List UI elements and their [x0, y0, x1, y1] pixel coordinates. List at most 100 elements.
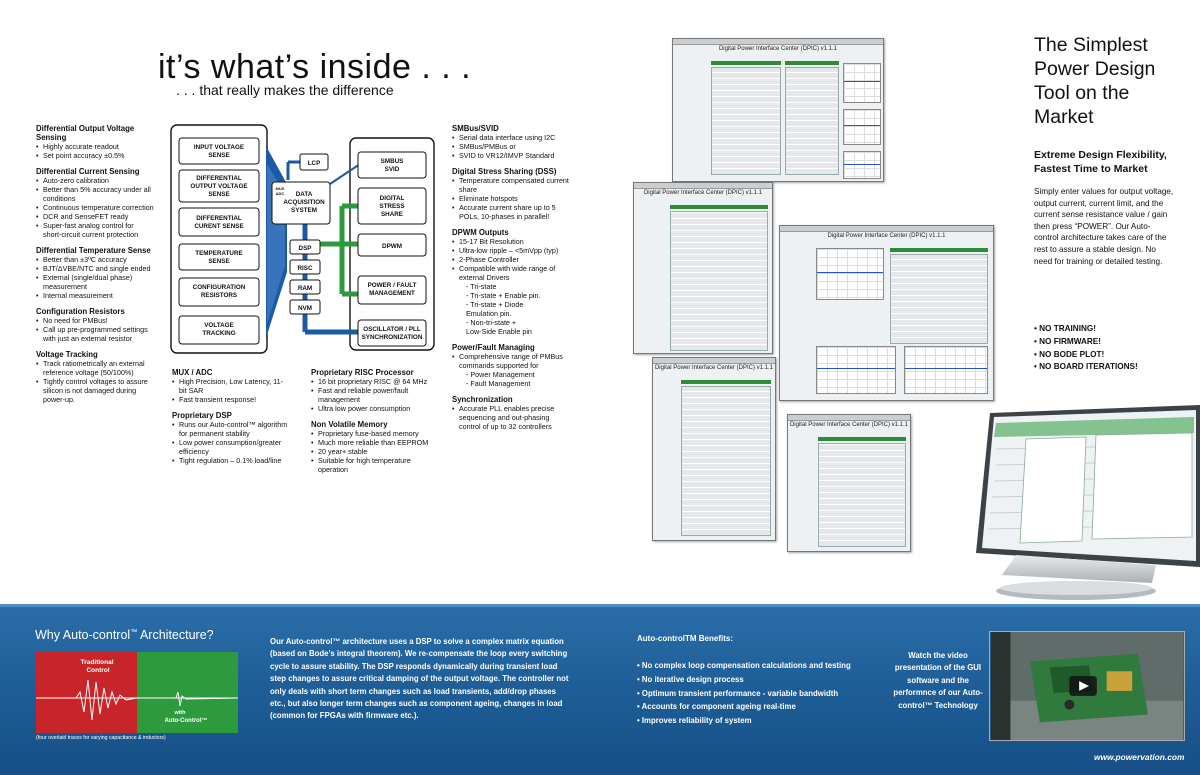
- svg-text:RAM: RAM: [298, 285, 312, 292]
- feature-item: External (single/dual phase) measurement: [36, 273, 154, 291]
- page-subtitle: . . . that really makes the difference: [176, 82, 394, 98]
- feature-item: Comprehensive range of PMBus commands su…: [452, 352, 572, 370]
- gui-screenshot-2: Digital Power Interface Center (DPIC) v1…: [633, 182, 773, 354]
- feature-heading: Voltage Tracking: [36, 350, 98, 359]
- feature-subitem: - Tri-state: [466, 282, 497, 291]
- svg-text:NVM: NVM: [298, 305, 312, 312]
- feature-item: Low power consumption/greater efficiency: [172, 438, 290, 456]
- feature-item: Auto-zero calibration: [36, 176, 154, 185]
- sidebar-bullet: • NO BODE PLOT!: [1034, 349, 1105, 359]
- feature-section: Voltage TrackingTrack ratiometrically an…: [36, 350, 154, 404]
- svg-text:SENSE: SENSE: [208, 258, 229, 265]
- feature-item: DCR and SenseFET ready: [36, 212, 154, 221]
- feature-subitem: - Non-tri-state +: [466, 318, 517, 327]
- feature-section: Power/Fault ManagingComprehensive range …: [452, 343, 572, 388]
- sidebar-bullets: • NO TRAINING! • NO FIRMWARE! • NO BODE …: [1034, 323, 1138, 374]
- feature-item: Compatible with wide range of external D…: [452, 264, 572, 282]
- auto-control-paragraph: Our Auto-control™ architecture uses a DS…: [270, 637, 569, 721]
- feature-item: Better than ±3ºC accuracy: [36, 255, 154, 264]
- benefit-item: • Optimum transient performance - variab…: [637, 688, 839, 698]
- svg-text:TEMPERATURE: TEMPERATURE: [195, 250, 242, 257]
- block-input-voltage-l1: INPUT VOLTAGE: [194, 144, 244, 151]
- feature-item: Tightly control voltages to assure silic…: [36, 377, 154, 404]
- feature-heading: MUX / ADC: [172, 368, 213, 377]
- feature-list: No need for PMBus!Call up pre-programmed…: [36, 316, 154, 343]
- with-label: with: [174, 710, 187, 716]
- feature-list: Highly accurate readoutSet point accurac…: [36, 142, 154, 160]
- svg-text:SVID: SVID: [385, 166, 400, 173]
- traditional-label: Traditional: [81, 659, 114, 666]
- feature-item: BJT/ΔVBE/NTC and single ended: [36, 264, 154, 273]
- svg-text:DIFFERENTIAL: DIFFERENTIAL: [196, 175, 242, 182]
- feature-item: Super-fast analog control for short-circ…: [36, 221, 154, 239]
- feature-item: SMBus/PMBus or: [452, 142, 572, 151]
- feature-subitem: - Tri-state + Diode: [466, 300, 524, 309]
- feature-item: Eliminate hotspots: [452, 194, 572, 203]
- feature-item: SVID to VR12/IMVP Standard: [452, 151, 572, 160]
- feature-list: 16 bit proprietary RISC @ 64 MHzFast and…: [311, 377, 431, 413]
- feature-list: High Precision, Low Latency, 11-bit SARF…: [172, 377, 290, 404]
- benefits-list: • No complex loop compensation calculati…: [637, 659, 851, 728]
- feature-item: 15-17 Bit Resolution: [452, 237, 572, 246]
- feature-heading: Synchronization: [452, 395, 513, 404]
- feature-item: Runs our Auto-control™ algorithm for per…: [172, 420, 290, 438]
- feature-heading: Configuration Resistors: [36, 307, 125, 316]
- feature-section: Differential Temperature SenseBetter tha…: [36, 246, 154, 300]
- feature-item: Serial data interface using I2C: [452, 133, 572, 142]
- feature-section: Non Volatile MemoryProprietary fuse-base…: [311, 420, 431, 474]
- feature-list: Better than ±3ºC accuracyBJT/ΔVBE/NTC an…: [36, 255, 154, 300]
- feature-subitem: - Power Management: [466, 370, 535, 379]
- sidebar-bullet: • NO TRAINING!: [1034, 324, 1096, 333]
- feature-section: DPWM Outputs15-17 Bit ResolutionUltra-lo…: [452, 228, 572, 336]
- svg-text:VOLTAGE: VOLTAGE: [204, 322, 234, 329]
- feature-item: Proprietary fuse-based memory: [311, 429, 431, 438]
- feature-item: Fast transient response!: [172, 395, 290, 404]
- feature-column-left: Differential Output Voltage SensingHighl…: [36, 124, 154, 411]
- svg-text:SMBUS: SMBUS: [381, 158, 404, 165]
- feature-item: Temperature compensated current share: [452, 176, 572, 194]
- benefit-item: • No iterative design process: [637, 674, 744, 684]
- feature-heading: Proprietary RISC Processor: [311, 368, 414, 377]
- auto-control-label: Auto-Control™: [165, 717, 208, 724]
- feature-heading: Non Volatile Memory: [311, 420, 388, 429]
- sidebar-body: Simply enter values for output voltage, …: [1034, 187, 1174, 266]
- feature-item: 16 bit proprietary RISC @ 64 MHz: [311, 377, 431, 386]
- watch-video-text: Watch the video presentation of the GUI …: [893, 651, 983, 710]
- sidebar-title: The Simplest Power Design Tool on the Ma…: [1034, 34, 1156, 128]
- svg-text:Traditional Control: Traditional Control: [81, 659, 116, 674]
- feature-list: Auto-zero calibrationBetter than 5% accu…: [36, 176, 154, 239]
- feature-item: No need for PMBus!: [36, 316, 154, 325]
- feature-item: Internal measurement: [36, 291, 154, 300]
- feature-heading: SMBus/SVID: [452, 124, 499, 133]
- feature-item: Ultra low power consumption: [311, 404, 431, 413]
- svg-text:DSP: DSP: [299, 245, 312, 252]
- video-thumbnail[interactable]: [989, 631, 1185, 741]
- gui-screenshot-1: Digital Power Interface Center (DPIC) v1…: [672, 38, 884, 182]
- feature-heading: Differential Temperature Sense: [36, 246, 151, 255]
- svg-text:STRESS: STRESS: [379, 203, 404, 210]
- feature-sublist: - Power Management- Fault Management: [452, 370, 572, 388]
- control-comparison-graphic: Traditional Control with Auto-Control™: [36, 652, 238, 733]
- feature-item: Accurate current share up to 5 POLs, 10-…: [452, 203, 572, 221]
- page-title: it’s what’s inside . . .: [158, 48, 472, 86]
- feature-section: Proprietary RISC Processor16 bit proprie…: [311, 368, 431, 413]
- feature-subitem: Low-Side Enable pin: [466, 327, 532, 336]
- svg-text:RISC: RISC: [297, 265, 312, 272]
- trace-note: (four overlaid traces for varying capaci…: [36, 735, 166, 741]
- feature-item: Ultra-low ripple – <5mVpp (typ): [452, 246, 572, 255]
- svg-text:DATA: DATA: [296, 191, 313, 198]
- feature-section: Differential Output Voltage SensingHighl…: [36, 124, 154, 160]
- feature-heading: Differential Output Voltage Sensing: [36, 124, 135, 142]
- feature-item: Highly accurate readout: [36, 142, 154, 151]
- benefit-item: • No complex loop compensation calculati…: [637, 661, 851, 670]
- feature-section: SMBus/SVIDSerial data interface using I2…: [452, 124, 572, 160]
- feature-item: Set point accuracy ±0.5%: [36, 151, 154, 160]
- feature-section: MUX / ADCHigh Precision, Low Latency, 11…: [172, 368, 290, 404]
- svg-text:MANAGEMENT: MANAGEMENT: [369, 290, 415, 297]
- feature-item: Fast and reliable power/fault management: [311, 386, 431, 404]
- sidebar-bullet: • NO FIRMWARE!: [1034, 336, 1101, 346]
- svg-text:DIGITAL: DIGITAL: [380, 195, 405, 202]
- svg-text:DIFFERENTIAL: DIFFERENTIAL: [196, 215, 242, 222]
- svg-text:SYSTEM: SYSTEM: [291, 207, 317, 214]
- svg-text:ADC: ADC: [276, 191, 285, 196]
